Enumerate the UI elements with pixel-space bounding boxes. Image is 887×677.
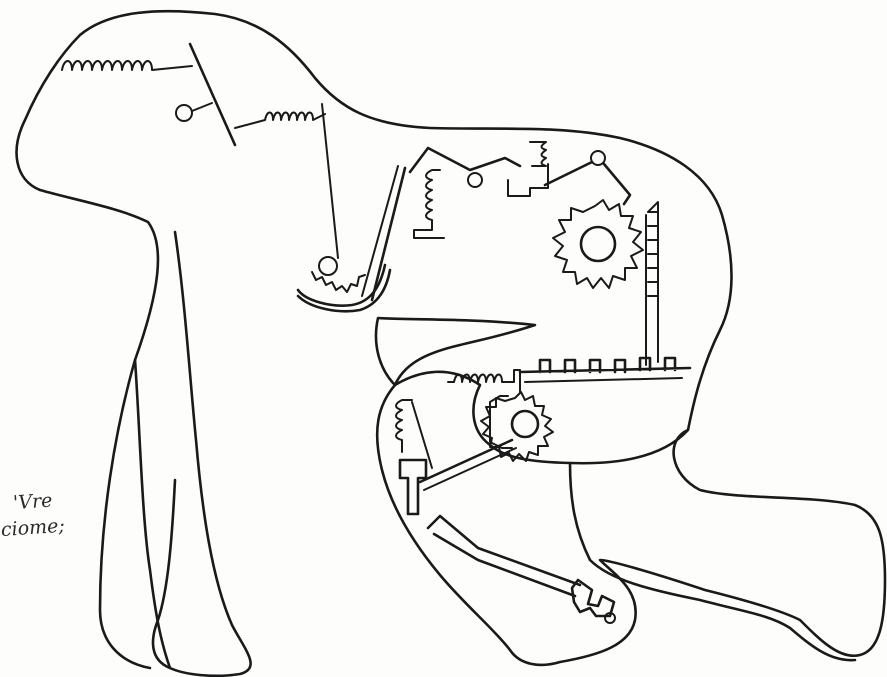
knee-spring-rod: [412, 402, 432, 468]
front-arm-inner: [135, 360, 170, 668]
back-large-gear-teeth: [553, 200, 643, 288]
back-step-block: [508, 164, 548, 196]
shoulder-gear-teeth: [312, 272, 365, 292]
knee-link-rod-inner: [424, 448, 516, 490]
back-large-gear: [553, 200, 643, 288]
head-spring-coil: [62, 61, 192, 70]
neck-rod: [322, 104, 338, 258]
knee-vertical-spring: [396, 400, 412, 452]
front-arm-outline: [153, 232, 251, 676]
back-large-gear-hub: [581, 227, 615, 261]
back-pivot-left: [468, 173, 482, 187]
hip-rack-rod: [525, 378, 682, 382]
back-small-spring: [530, 142, 546, 166]
neck-spring-coil: [235, 113, 325, 129]
head-pivot-link: [192, 103, 212, 111]
back-pivot-right: [591, 151, 605, 165]
head-lever-bar: [190, 44, 235, 145]
knee-t-bracket: [400, 460, 426, 514]
back-rod-inner: [362, 166, 398, 296]
head-pivot-circle: [176, 105, 192, 121]
shin-lever: [428, 516, 580, 596]
back-upper-lever: [410, 148, 520, 172]
back-vertical-spring: [414, 170, 444, 238]
hip-gear-hub: [512, 411, 538, 437]
knee-link-rod: [420, 440, 512, 482]
horizontal-rack: [520, 358, 690, 372]
ape-body-outline: [17, 11, 885, 668]
vertical-rack: [646, 202, 658, 365]
hip-spring-coil: [448, 370, 520, 392]
margin-handwritten-note: 'Vre ciome;: [0, 485, 92, 543]
back-right-lever: [545, 162, 630, 204]
shoulder-small-gear: [319, 257, 337, 275]
